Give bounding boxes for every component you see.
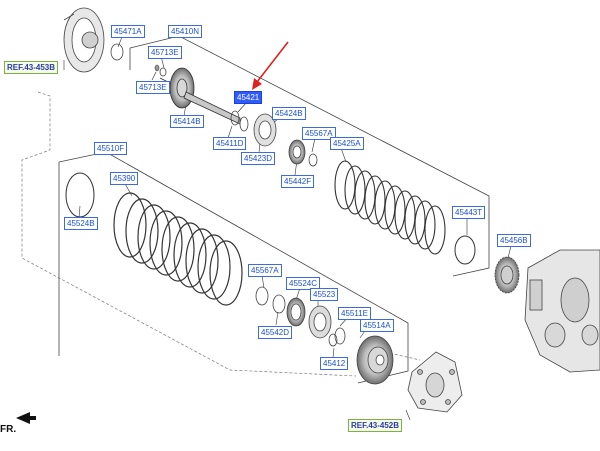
part-label-45514a[interactable]: 45514A (360, 319, 394, 332)
part-label-45443t[interactable]: 45443T (452, 206, 486, 219)
upper-clutch-pack-45425a (334, 160, 446, 255)
part-label-45713e-lower[interactable]: 45713E (136, 81, 170, 94)
part-label-45410n[interactable]: 45410N (168, 25, 203, 38)
part-label-45390[interactable]: 45390 (110, 172, 139, 185)
gear-45456b (494, 256, 520, 294)
snap-ring-45443t (454, 235, 476, 265)
part-label-45511e[interactable]: 45511E (338, 307, 371, 320)
torque-converter-hub (63, 7, 105, 73)
part-label-45425a[interactable]: 45425A (330, 137, 364, 150)
snap-ring-45524b (65, 172, 95, 218)
part-label-45421[interactable]: 45421 (234, 91, 263, 104)
part-label-45542d[interactable]: 45542D (258, 326, 293, 339)
bushing-45713e (154, 64, 160, 72)
lower-assembly-frame (58, 151, 409, 384)
part-label-45412[interactable]: 45412 (320, 357, 349, 370)
drum-45514a (356, 335, 394, 385)
cover-plate (407, 351, 463, 413)
front-direction-arrow (16, 412, 36, 424)
part-label-45442f[interactable]: 45442F (281, 175, 315, 188)
ring-45421 (230, 110, 240, 126)
input-shaft-45414b (159, 67, 241, 125)
front-direction-label: FR. (0, 424, 17, 435)
part-label-45524b[interactable]: 45524B (64, 217, 98, 230)
part-label-45414b[interactable]: 45414B (170, 115, 204, 128)
part-label-45713e-upper[interactable]: 45713E (148, 46, 182, 59)
ring-45511e (334, 327, 346, 345)
part-label-45567a-upper[interactable]: 45567A (302, 127, 336, 140)
ring-45411d (239, 116, 249, 132)
bearing-45524c (286, 297, 306, 327)
part-label-45567a-lower[interactable]: 45567A (248, 264, 282, 277)
reference-link-43-452b[interactable]: REF.43-452B (348, 419, 403, 432)
part-label-45411d[interactable]: 45411D (213, 137, 247, 150)
part-label-45471a[interactable]: 45471A (111, 25, 145, 38)
part-label-45523[interactable]: 45523 (310, 288, 339, 301)
snap-ring-45713e (159, 67, 167, 77)
reference-link-43-453b[interactable]: REF.43-453B (4, 61, 59, 74)
ring-45412 (328, 333, 338, 347)
hub-45523 (308, 305, 332, 339)
bearing-45442f (288, 139, 306, 165)
ring-45567a-lower (255, 286, 269, 306)
pointer-arrow (252, 41, 289, 90)
part-label-45510f[interactable]: 45510F (94, 142, 128, 155)
seal-ring-45471a (110, 43, 124, 61)
transmission-housing (524, 249, 600, 373)
part-label-45456b[interactable]: 45456B (497, 234, 531, 247)
hub-45424b (253, 113, 277, 147)
part-label-45524c[interactable]: 45524C (286, 277, 321, 290)
lower-clutch-pack-45390 (113, 192, 243, 306)
dashed-guide-lines (21, 91, 421, 377)
washer-45542d (272, 294, 286, 314)
part-label-45423d[interactable]: 45423D (241, 152, 276, 165)
ring-45567a-upper (308, 153, 318, 167)
part-label-45424b[interactable]: 45424B (272, 107, 306, 120)
